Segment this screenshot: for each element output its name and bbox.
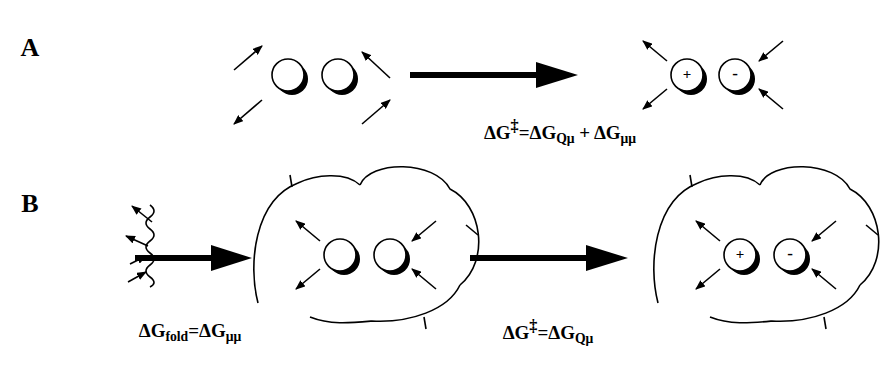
charge-sign: + — [683, 67, 692, 82]
charge-sign: - — [732, 65, 738, 82]
charge-sign: - — [787, 245, 793, 262]
panel-letter: B — [21, 191, 38, 217]
energy-equation: ΔGfold=ΔGμμ — [139, 321, 242, 344]
energy-equation: ΔG‡=ΔGQμ + ΔGμμ — [484, 118, 636, 145]
panel-letter: A — [21, 35, 40, 61]
energy-equation: ΔG‡=ΔGQμ — [503, 318, 594, 345]
charge-sign: + — [736, 247, 745, 262]
